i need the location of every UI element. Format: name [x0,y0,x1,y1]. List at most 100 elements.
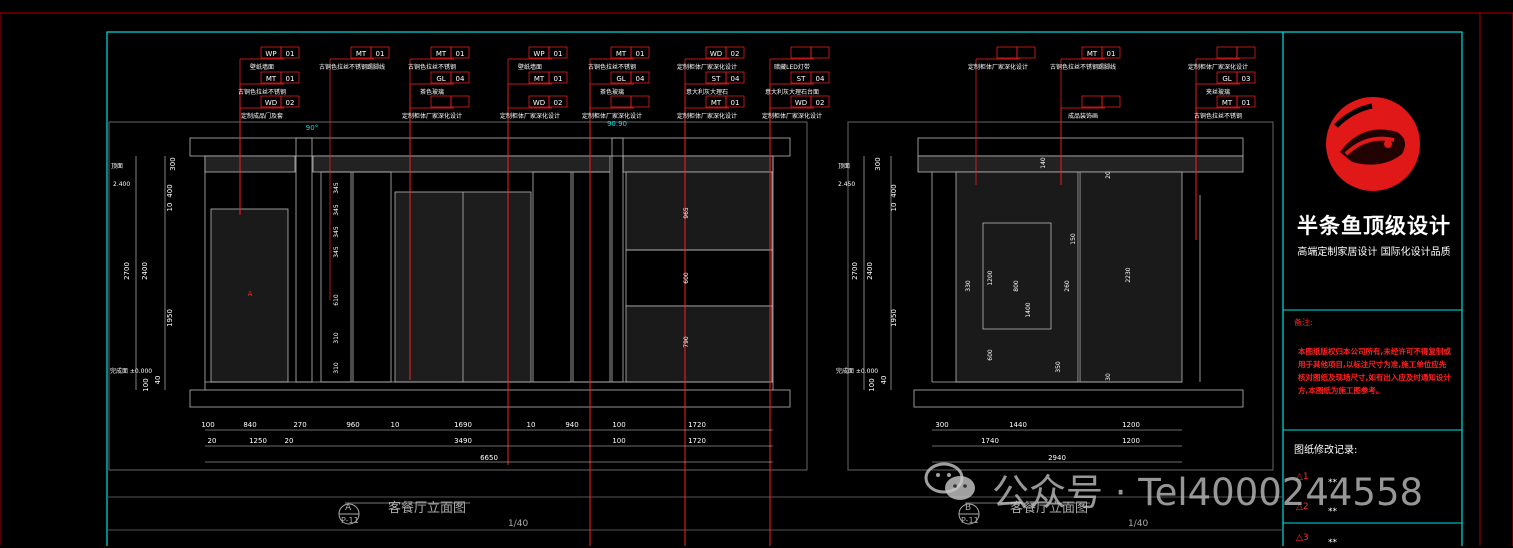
dim-b-left: 400 [890,184,898,197]
callout-a-tag-box [630,46,650,59]
callout-b-tag-num: 01 [1242,99,1251,107]
dim-a-inner: 345 [333,182,340,194]
view-scale-a: 1/40 [508,519,529,529]
ceiling-band-b [917,155,1244,173]
dim-b-row2: 1740 [981,437,999,445]
callout-b-tag-desc: 成品装饰画 [1068,112,1098,120]
callout-b-tag-box [1016,46,1036,59]
callout-a-tag-box [630,71,650,84]
revision-value-1: ** [1328,478,1337,488]
callout-a-tag-box [450,71,470,84]
ceiling-slab-a [189,137,791,157]
callout-a-tag-num: 04 [731,75,740,83]
dim-a-row1: 840 [243,421,256,429]
watermark-text: 公众号 · Tel4000244558 [992,471,1424,514]
callout-a-tag-desc: 古铜色拉丝不锈钢 [238,88,286,96]
glass-cabinet-a2 [532,171,572,383]
dim-b-inner: 350 [1055,361,1062,373]
callout-a-tag-num: 04 [816,75,825,83]
callout-a-tag-code: MT [356,50,367,58]
note-text: 本图纸版权归本公司所有,未经许可不得复制或用于其他项目,以标注尺寸为准,施工单位… [1298,347,1451,395]
elevation-b [913,137,1244,408]
callout-a-tag-code: GL [436,75,445,83]
callout-b-tag-box [1216,46,1238,59]
callout-a-tag-desc: 定制成品门及套 [241,112,283,120]
view-symbol-a-bottom: P-11 [341,516,359,525]
revision-symbol-1: △1 [1296,472,1309,482]
revision-symbol-2: △2 [1296,502,1309,512]
dim-a-row1: 100 [612,421,625,429]
dim-a-row1: 10 [527,421,536,429]
callout-a-tag-code: MT [436,50,447,58]
callout-b-tag-box [1236,71,1256,84]
callout-b-tag-code: GL [1222,75,1231,83]
callout-a-tag-box [450,46,470,59]
viewport-b [847,121,1274,471]
ceiling-band-a3 [622,155,774,173]
callout-b-tag-box [1101,46,1121,59]
outer-sheet-frame [0,12,1513,546]
callout-a-tag-code: WD [710,50,722,58]
callout-a-tag-code: WP [265,50,276,58]
dim-a-left: 100 [142,378,150,391]
dim-b-total: 2940 [1048,454,1066,462]
callout-a-tag-desc: 壁纸墙面 [518,63,542,71]
callout-a-tag-code: ST [712,75,721,83]
callout-a-tag-num: 01 [286,75,295,83]
callout-a-tag-desc: 定制柜体厂家深化设计 [500,112,560,120]
callout-a-tag-num: 01 [376,50,385,58]
dim-b-inner: 1400 [1025,302,1032,317]
revision-value-2: ** [1328,507,1337,517]
dim-a-row2: 3490 [454,437,472,445]
callout-a-tag-code: WD [265,99,277,107]
callout-b-tag-box [1081,95,1103,108]
callout-b-tag-box [1101,95,1121,108]
callout-a-tag-num: 01 [731,99,740,107]
view-symbol-b-top: B [965,503,972,513]
callout-a-tag-num: 04 [636,75,645,83]
callout-b-tag-desc: 定制柜体厂家深化设计 [1188,63,1248,71]
callout-a-tag-box [548,95,568,108]
dim-b-inner: 30 [1105,373,1112,381]
dim-a-inner: 345 [333,226,340,238]
view-scale-b: 1/40 [1128,519,1149,529]
dim-a-inner: 965 [683,207,690,219]
callout-b-tag-code: MT [1222,99,1233,107]
view-title-b: 客餐厅立面图 [1010,501,1089,516]
callout-a-tag-num: 02 [731,50,740,58]
callout-a-tag-box [430,95,452,108]
callout-a-tag-num: 02 [286,99,295,107]
callout-a-tag-box [725,46,745,59]
level-b-bottom: 完成面 ±0.000 [836,367,878,375]
dim-a-row2: 1720 [688,437,706,445]
note-title: 备注: [1294,318,1313,327]
dim-b-left: 10 [890,203,898,212]
callout-a-tag-num: 04 [456,75,465,83]
callout-a-tag-code: MT [616,50,627,58]
callout-a-tag-desc: 茶色玻璃 [420,88,444,96]
angle-a-1: 90° [306,124,318,132]
callout-a-tag-box [610,95,632,108]
brand-name: 半条鱼顶级设计 [1297,214,1451,238]
dim-a-inner: 310 [333,362,340,374]
callout-a-tag-box [725,71,745,84]
callout-a-tag-desc: 意大利灰大理石台面 [765,88,819,96]
door-tag-a: A [248,290,253,298]
dim-a-inner: 345 [333,246,340,258]
dim-b-row2: 1200 [1122,437,1140,445]
callout-a-tag-box [280,95,300,108]
callout-a-tag-code: ST [797,75,806,83]
callout-a-tag-num: 01 [456,50,465,58]
dim-a-row1: 10 [391,421,400,429]
dim-a-row2: 20 [208,437,217,445]
ceiling-band-a1 [204,155,296,173]
dim-a-total: 6650 [480,454,498,462]
dim-a-left: 40 [154,376,162,385]
drawing-border [106,31,1463,546]
callout-a-tag-desc: 茶色玻璃 [600,88,624,96]
dim-a-left: 2400 [141,262,149,280]
column-a1 [295,137,313,383]
callout-b-tag-desc: 夹丝玻璃 [1206,88,1230,96]
dim-a-row2: 100 [612,437,625,445]
